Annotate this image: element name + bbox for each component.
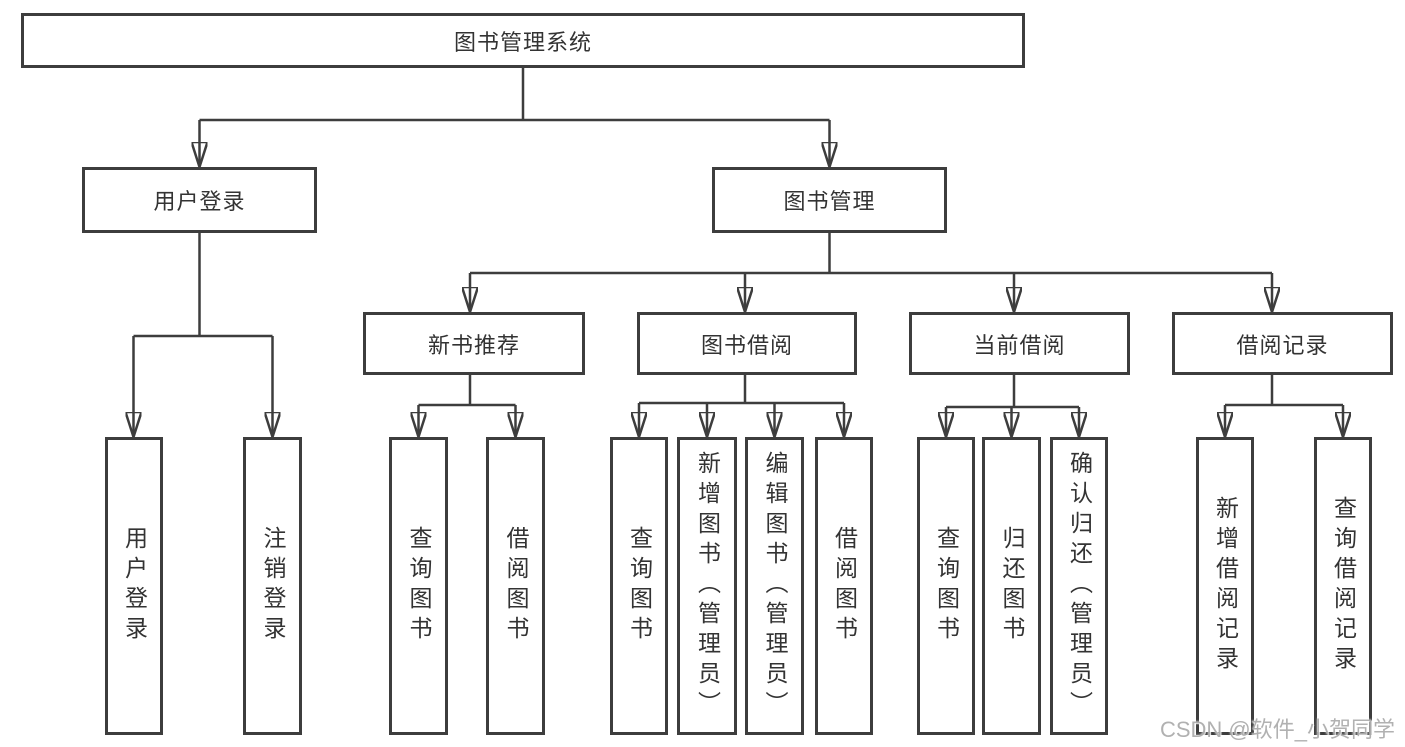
connector-root-to-branches [200, 68, 830, 166]
node-new-book-recommendation: 新书推荐 [363, 312, 585, 375]
leaf-add-book-admin: 新增图书（管理员） [677, 437, 737, 735]
connector-current-borrow-to-leaves [946, 375, 1079, 436]
node-label: 图书管理 [783, 189, 876, 214]
leaf-edit-book-admin: 编辑图书（管理员） [745, 437, 804, 735]
node-label: 借阅记录 [1236, 332, 1329, 358]
node-label: 查询借阅记录 [1330, 496, 1357, 676]
node-label: 借阅图书 [831, 526, 858, 646]
leaf-return-books: 归还图书 [982, 437, 1041, 735]
connector-user-login-to-leaves [134, 233, 273, 436]
node-label: 查询图书 [406, 526, 432, 646]
connector-book-borrow-to-leaves [639, 375, 844, 436]
leaf-user-login-action: 用户登录 [105, 437, 163, 735]
leaf-logout: 注销登录 [243, 437, 302, 735]
node-label: 注销登录 [260, 526, 286, 646]
node-label: 确认归还（管理员） [1066, 451, 1093, 721]
leaf-add-borrow-record: 新增借阅记录 [1196, 437, 1254, 735]
node-label: 查询图书 [626, 526, 653, 646]
connector-borrow-records-to-leaves [1225, 375, 1343, 436]
leaf-borrow-books-recommend: 借阅图书 [486, 437, 545, 735]
node-label: 查询图书 [933, 526, 960, 646]
node-label: 新增图书（管理员） [694, 451, 721, 721]
node-label: 归还图书 [999, 526, 1025, 646]
node-borrowing-records: 借阅记录 [1172, 312, 1393, 375]
leaf-query-books-recommend: 查询图书 [389, 437, 448, 735]
connector-new-book-to-leaves [419, 375, 516, 436]
leaf-query-books-borrowing: 查询图书 [610, 437, 668, 735]
node-book-borrowing: 图书借阅 [637, 312, 857, 375]
node-label: 新书推荐 [427, 332, 520, 358]
node-label: 新增借阅记录 [1212, 496, 1239, 676]
leaf-borrow-books-borrowing: 借阅图书 [815, 437, 873, 735]
leaf-query-books-current: 查询图书 [917, 437, 975, 735]
node-book-management: 图书管理 [712, 167, 947, 233]
node-current-borrowing: 当前借阅 [909, 312, 1130, 375]
csdn-watermark: CSDN @软件_小贺同学 [1159, 717, 1395, 742]
node-label: 当前借阅 [973, 332, 1066, 358]
node-label: 图书借阅 [700, 332, 793, 358]
node-label: 图书管理系统 [453, 29, 592, 55]
node-label: 用户登录 [153, 189, 246, 214]
connector-book-management-to-modules [470, 233, 1272, 311]
leaf-confirm-return-admin: 确认归还（管理员） [1050, 437, 1108, 735]
node-label: 编辑图书（管理员） [762, 451, 788, 721]
node-label: 借阅图书 [503, 526, 529, 646]
node-user-login: 用户登录 [82, 167, 317, 233]
node-library-management-system: 图书管理系统 [21, 13, 1025, 68]
leaf-query-borrow-record: 查询借阅记录 [1314, 437, 1372, 735]
node-label: 用户登录 [121, 526, 148, 646]
